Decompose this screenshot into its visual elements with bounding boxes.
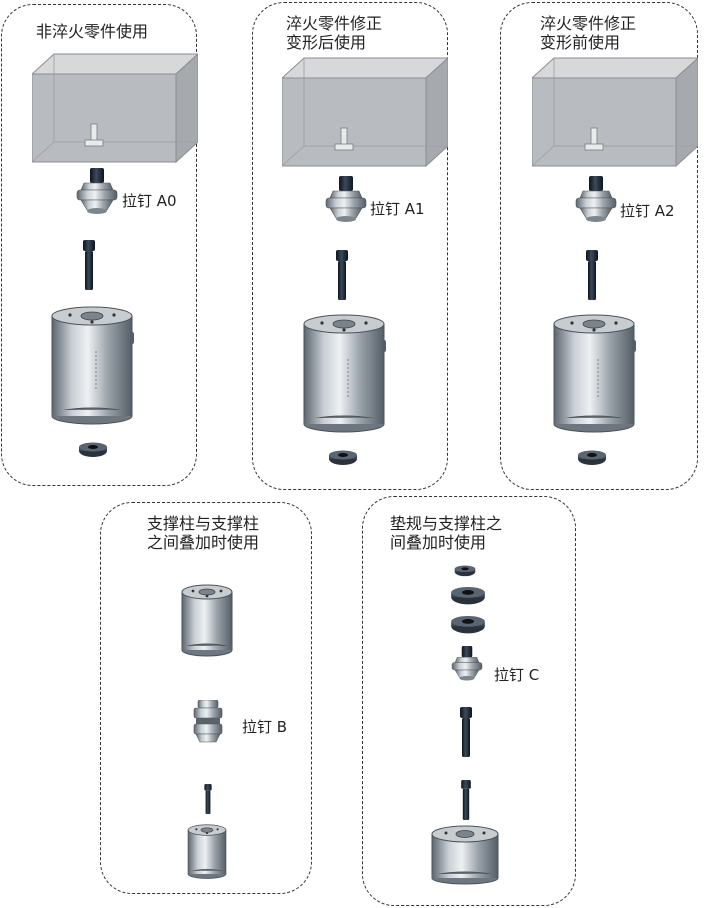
panel-gauge-to-support [362,496,576,906]
panel-title: 支撑柱与支撑柱 之间叠加时使用 [147,514,260,552]
panel-quenched-after-correction [252,2,448,490]
cap-screw [81,240,97,290]
washer [450,586,486,606]
washer [577,450,607,466]
pull-pin-c [445,646,489,682]
support-cylinder [302,314,386,434]
panel-title: 非淬火零件使用 [36,22,149,41]
workpiece-block [32,52,198,164]
support-column [180,584,234,658]
workpiece-block [282,56,448,168]
support-cylinder [50,306,134,426]
washer [78,442,108,458]
pin-label: 拉钉 A2 [620,202,675,220]
panel-title: 淬火零件修正 变形前使用 [540,14,637,52]
cap-screw [200,784,216,814]
pull-pin-a1 [324,176,368,224]
cap-screw [584,250,600,300]
pull-pin-b [188,700,228,746]
cap-screw [334,250,350,300]
gauge-block [430,824,500,886]
support-cylinder [552,314,636,434]
pull-pin-a0 [75,168,119,216]
pin-label: 拉钉 A0 [122,192,177,210]
workpiece-block [532,56,698,168]
pull-pin-a2 [574,176,618,224]
cap-screw [458,780,474,820]
panel-title: 淬火零件修正 变形后使用 [286,14,383,52]
pin-label: 拉钉 A1 [370,200,425,218]
panel-non-quenched [1,4,197,486]
washer [328,450,358,466]
pin-label: 拉钉 B [242,718,288,736]
panel-quenched-before-correction [500,2,698,490]
support-column-short [180,824,234,880]
long-cap-screw [458,700,474,764]
pin-label: 拉钉 C [494,666,540,684]
washer [454,564,476,578]
washer [450,614,486,636]
panel-title: 垫规与支撑柱之 间叠加时使用 [390,514,503,552]
panel-support-to-support [100,502,312,894]
